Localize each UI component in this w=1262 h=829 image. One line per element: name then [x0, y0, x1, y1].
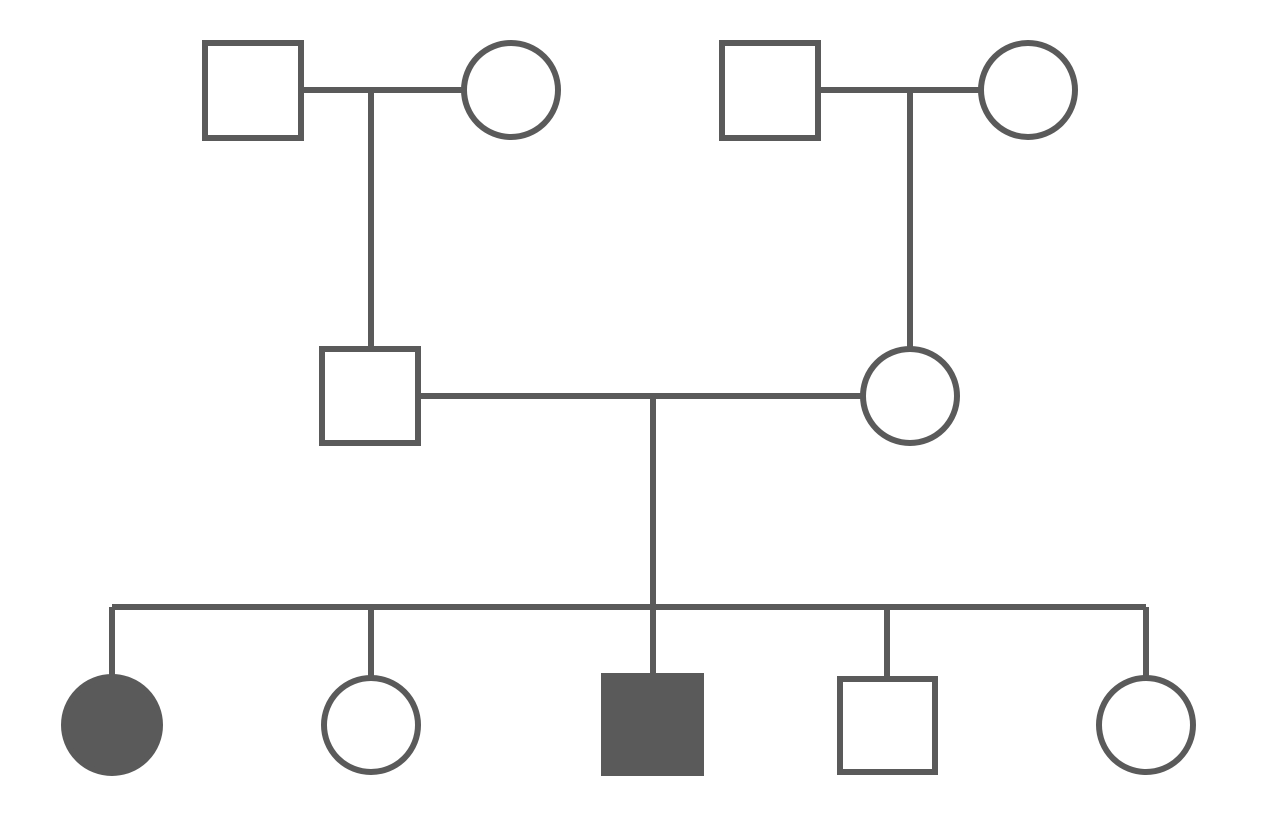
maternal-grandfather-square: [719, 40, 821, 141]
child-2-unaffected-female-circle: [321, 675, 421, 775]
child-4-unaffected-male-square: [837, 676, 938, 775]
mother-circle: [860, 346, 960, 446]
child-5-unaffected-female-circle: [1096, 675, 1196, 775]
paternal-grandfather-square: [202, 40, 304, 141]
maternal-grandmother-circle: [978, 40, 1078, 140]
paternal-grandmother-circle: [461, 40, 561, 140]
father-square: [319, 346, 421, 446]
child-3-affected-male-square: [601, 673, 704, 776]
child-1-affected-female-circle: [61, 674, 163, 776]
